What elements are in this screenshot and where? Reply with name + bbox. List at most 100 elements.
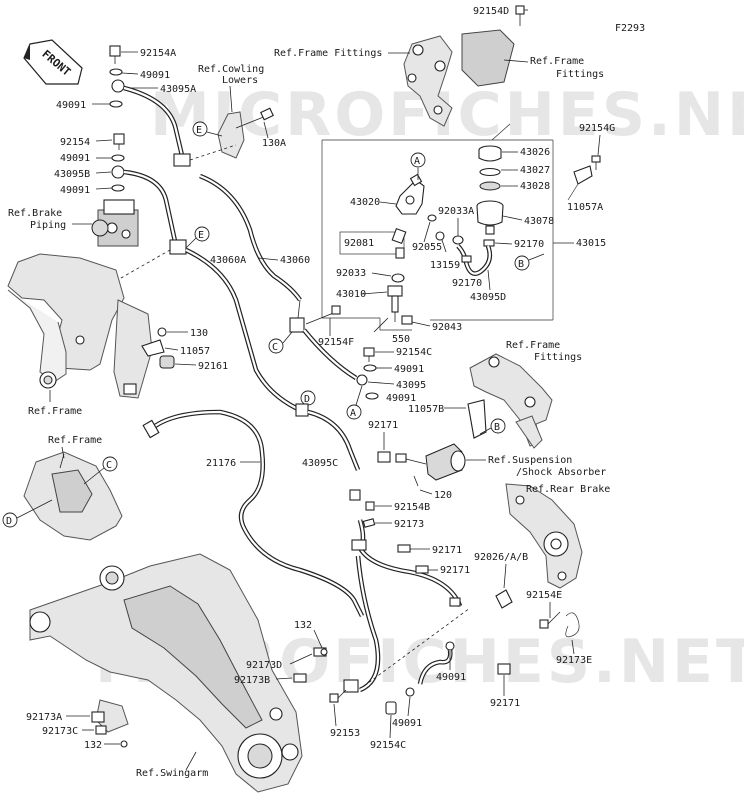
bracket-11057A xyxy=(567,165,593,201)
label-43060A: 43060A xyxy=(210,255,246,266)
reservoir-tank xyxy=(476,200,504,235)
label-43095B: 43095B xyxy=(54,169,90,180)
label-120: 120 xyxy=(434,490,452,501)
hose-joint-upper xyxy=(173,153,191,167)
spring-92173E xyxy=(565,612,580,638)
washer-49091-d xyxy=(111,184,125,192)
frame-mid-inset xyxy=(23,451,123,541)
swingarm xyxy=(29,553,303,793)
reservoir-hose-43095D xyxy=(456,244,493,276)
label-92173E: 92173E xyxy=(556,655,592,666)
label-43078: 43078 xyxy=(524,216,554,227)
label-49091-f: 49091 xyxy=(386,393,416,404)
frame-left xyxy=(7,253,153,399)
washer-49091-b xyxy=(109,100,123,108)
label-43095C: 43095C xyxy=(302,458,338,469)
callout-E-top: E xyxy=(196,125,202,136)
diaphragm-plate xyxy=(479,167,501,177)
screw-130 xyxy=(157,327,167,337)
washer-49091-h xyxy=(405,687,415,697)
label-92154F: 92154F xyxy=(318,337,354,348)
washer-49091-e xyxy=(363,364,377,372)
front-arrow-icon: FRONT xyxy=(23,39,83,85)
ref-frame-fittings-right-1: Ref.Frame xyxy=(530,56,584,67)
label-92081: 92081 xyxy=(344,238,374,249)
callout-A-mid: A xyxy=(350,408,356,419)
label-92154A: 92154A xyxy=(140,48,176,59)
hose-lower-rear xyxy=(355,519,463,693)
clamp-92171-c xyxy=(415,565,429,574)
clip-43095C xyxy=(349,489,361,501)
bolt-92154C-b xyxy=(385,701,397,715)
grommet-92161 xyxy=(159,355,175,369)
label-43095A: 43095A xyxy=(160,84,196,95)
ref-swingarm: Ref.Swingarm xyxy=(136,768,208,779)
label-92173C: 92173C xyxy=(42,726,78,737)
clamp-92173 xyxy=(362,518,376,528)
clip-92033A xyxy=(452,235,464,245)
callout-D-mid: D xyxy=(304,394,310,405)
label-92154B: 92154B xyxy=(394,502,430,513)
ref-rear-brake: Ref.Rear Brake xyxy=(526,484,610,495)
label-92171-a: 92171 xyxy=(368,420,398,431)
clamp-92171-b xyxy=(397,544,411,553)
clamp-92171-a xyxy=(377,451,391,463)
bolt-92154C-a xyxy=(363,347,375,362)
label-43026: 43026 xyxy=(520,147,550,158)
label-92173B: 92173B xyxy=(234,675,270,686)
label-49091-c: 49091 xyxy=(60,153,90,164)
label-92026: 92026/A/B xyxy=(474,552,528,563)
hose-21176 xyxy=(148,409,365,618)
clamp-92170-a xyxy=(483,239,495,247)
hose-joint-lower xyxy=(169,239,187,255)
label-92170-b: 92170 xyxy=(452,278,482,289)
bolt-92154F xyxy=(305,305,341,325)
screw-132-b xyxy=(120,740,128,748)
label-11057: 11057 xyxy=(180,346,210,357)
label-92154G: 92154G xyxy=(579,123,615,134)
circlip-92033 xyxy=(391,273,405,283)
label-11057A: 11057A xyxy=(567,202,603,213)
hose-43095C xyxy=(307,409,361,471)
label-92154C-b: 92154C xyxy=(370,740,406,751)
clamp-92173A xyxy=(91,711,105,723)
label-92170-a: 92170 xyxy=(514,239,544,250)
bolt-92154 xyxy=(113,133,125,150)
banjo-43095B xyxy=(111,165,125,179)
label-92173D: 92173D xyxy=(246,660,282,671)
washer-49091-g xyxy=(445,641,455,651)
bolt-92153 xyxy=(329,689,347,703)
callout-D-inset: D xyxy=(6,516,12,527)
ref-brake-piping-2: Piping xyxy=(30,220,66,231)
label-92154E: 92154E xyxy=(526,590,562,601)
label-49091-e: 49091 xyxy=(394,364,424,375)
hose-43060 xyxy=(199,173,302,302)
label-130: 130 xyxy=(190,328,208,339)
hose-43095B xyxy=(123,169,179,247)
label-49091-b: 49091 xyxy=(56,100,86,111)
label-43060: 43060 xyxy=(280,255,310,266)
piston-kit-box xyxy=(339,227,407,259)
clamp-92171-d xyxy=(497,663,511,675)
hose-43060A xyxy=(185,247,301,413)
bolt-92154A xyxy=(109,45,121,64)
figure-code: F2293 xyxy=(615,23,645,34)
label-92043: 92043 xyxy=(432,322,462,333)
ref-frame-fittings-mid-1: Ref.Frame xyxy=(506,340,560,351)
label-43027: 43027 xyxy=(520,165,550,176)
label-92171-c: 92171 xyxy=(440,565,470,576)
bolt-92154D xyxy=(515,5,525,26)
hose-block-C xyxy=(289,317,305,333)
label-11057B: 11057B xyxy=(408,404,444,415)
label-21176: 21176 xyxy=(206,458,236,469)
label-92154C-a: 92154C xyxy=(396,347,432,358)
ref-frame-fittings-mid-2: Fittings xyxy=(534,352,582,363)
washer-49091-c xyxy=(111,154,125,162)
ref-frame-left: Ref.Frame xyxy=(28,406,82,417)
label-49091-d: 49091 xyxy=(60,185,90,196)
callout-C-mid: C xyxy=(272,342,278,353)
bracket-11057 xyxy=(141,339,165,357)
banjo-43095A xyxy=(111,79,125,93)
label-43015: 43015 xyxy=(576,238,606,249)
